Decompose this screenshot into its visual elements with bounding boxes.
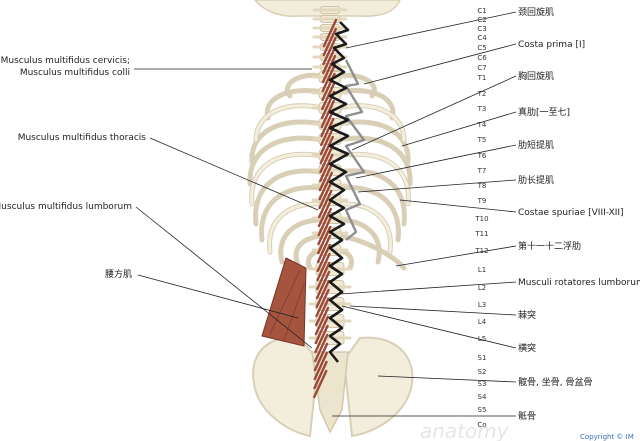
multifidus-muscle: [313, 18, 338, 399]
level-label-s2: S2: [478, 368, 487, 376]
levatores-costarum-muscles: [344, 59, 366, 241]
multifidus-fascicle: [318, 171, 333, 201]
level-label-c3: C3: [477, 25, 486, 33]
multifidus-fascicle: [321, 54, 337, 84]
level-label-t1: T1: [477, 74, 487, 82]
multifidus-fascicle: [317, 198, 333, 228]
level-label-c4: C4: [477, 34, 487, 42]
label-multifidus-colli: Musculus multifidus colli: [20, 68, 130, 78]
multifidus-fascicle: [313, 342, 329, 372]
label-multifidus-cervicis: Musculus multifidus cervicis;: [1, 56, 130, 66]
watermark: anatomy: [420, 419, 510, 441]
label-costae-fluctuantes: 第十一十二浮肋: [518, 240, 581, 252]
multifidus-fascicle: [315, 288, 330, 318]
multifidus-fascicle: [320, 108, 335, 138]
leader-lines: [134, 11, 517, 417]
level-label-l3: L3: [478, 301, 486, 309]
multifidus-fascicle: [320, 117, 335, 147]
multifidus-fascicle: [318, 162, 334, 192]
level-label-c2: C2: [477, 16, 486, 24]
vertebral-level-labels: C1C2C3C4C5C6C7T1T2T3T4T5T6T7T8T9T10T11T1…: [474, 7, 488, 429]
multifidus-fascicle: [316, 243, 331, 273]
level-label-c1: C1: [477, 7, 486, 15]
label-costae-spuriae: Costae spuriae [VIII-XII]: [518, 208, 624, 218]
multifidus-fascicle: [314, 333, 329, 363]
level-label-t11: T11: [474, 230, 488, 238]
multifidus-fascicle: [318, 180, 333, 210]
label-rotatores-thoracis: 胸回旋肌: [518, 70, 554, 82]
multifidus-fascicle: [319, 153, 334, 183]
level-label-t8: T8: [477, 182, 487, 190]
multifidus-fascicle: [322, 36, 337, 66]
label-quadratus-lumborum: 腰方肌: [105, 268, 132, 280]
label-costae-verae: 真肋[一至七]: [518, 106, 570, 118]
level-label-l2: L2: [478, 284, 486, 292]
multifidus-fascicle: [313, 369, 328, 399]
multifidus-fascicle: [321, 63, 336, 93]
multifidus-fascicle: [320, 99, 335, 129]
label-rotatores-colli: 颈回旋肌: [518, 6, 554, 18]
multifidus-fascicle: [319, 144, 334, 174]
label-multifidus-lumborum: Musculus multifidus lumborum: [0, 202, 132, 212]
level-label-l1: L1: [478, 266, 486, 274]
level-label-t10: T10: [474, 215, 488, 223]
level-label-t9: T9: [477, 197, 487, 205]
multifidus-fascicle: [322, 27, 337, 57]
left-labels: Musculus multifidus cervicis; Musculus m…: [0, 56, 146, 280]
label-multifidus-thoracis: Musculus multifidus thoracis: [18, 133, 147, 143]
level-label-t5: T5: [477, 136, 487, 144]
level-label-t3: T3: [477, 105, 487, 113]
multifidus-fascicle: [322, 45, 337, 75]
multifidus-fascicle: [317, 225, 332, 255]
level-label-c6: C6: [477, 54, 487, 62]
label-levatores-breves: 肋短提肌: [518, 139, 554, 151]
level-label-l4: L4: [478, 318, 487, 326]
multifidus-fascicle: [316, 261, 331, 291]
label-transverse-process: 横突: [518, 342, 536, 354]
multifidus-fascicle: [322, 18, 338, 48]
copyright: Copyright © IM: [580, 433, 634, 441]
level-label-t7: T7: [477, 167, 487, 175]
multifidus-fascicle: [316, 234, 332, 264]
multifidus-fascicle: [313, 360, 328, 390]
label-levatores-longi: 肋长提肌: [518, 174, 554, 186]
multifidus-fascicle: [319, 126, 335, 156]
multifidus-fascicle: [318, 189, 333, 219]
multifidus-fascicle: [314, 315, 329, 345]
multifidus-fascicle: [314, 306, 330, 336]
level-label-t2: T2: [477, 90, 487, 98]
multifidus-fascicle: [315, 297, 330, 327]
level-label-s4: S4: [478, 393, 487, 401]
multifidus-fascicle: [315, 279, 330, 309]
label-sacrum: 骶骨: [518, 411, 536, 422]
multifidus-fascicle: [321, 81, 336, 111]
pelvis: [252, 336, 414, 438]
rib-cage-left: [247, 72, 325, 271]
label-rotatores-lumborum: Musculi rotatores lumborum: [518, 278, 640, 288]
label-spinous-process: 棘突: [518, 309, 536, 321]
level-label-s1: S1: [478, 354, 487, 362]
level-label-t12: T12: [474, 247, 488, 255]
multifidus-fascicle: [317, 216, 332, 246]
level-label-co: Co: [477, 421, 486, 429]
level-label-t6: T6: [477, 152, 487, 160]
multifidus-fascicle: [313, 351, 328, 381]
quadratus-lumborum-muscle: [261, 257, 307, 347]
level-label-c5: C5: [477, 44, 486, 52]
multifidus-fascicle: [317, 207, 332, 237]
level-label-c7: C7: [477, 64, 486, 72]
multifidus-fascicle: [319, 135, 334, 165]
multifidus-fascicle: [316, 252, 331, 282]
multifidus-fascicle: [314, 324, 329, 354]
level-label-l5: L5: [478, 335, 486, 343]
level-label-s3: S3: [478, 380, 487, 388]
multifidus-fascicle: [315, 270, 331, 300]
level-label-s5: S5: [478, 406, 487, 414]
label-costa-prima: Costa prima [I]: [518, 40, 585, 50]
right-labels: 颈回旋肌 Costa prima [I] 胸回旋肌 真肋[一至七] 肋短提肌 肋…: [518, 6, 640, 422]
rotatores-muscles: [328, 21, 350, 363]
label-hip-bones: 髋骨, 坐骨, 骨盆骨: [518, 376, 592, 388]
level-label-t4: T4: [477, 121, 487, 129]
